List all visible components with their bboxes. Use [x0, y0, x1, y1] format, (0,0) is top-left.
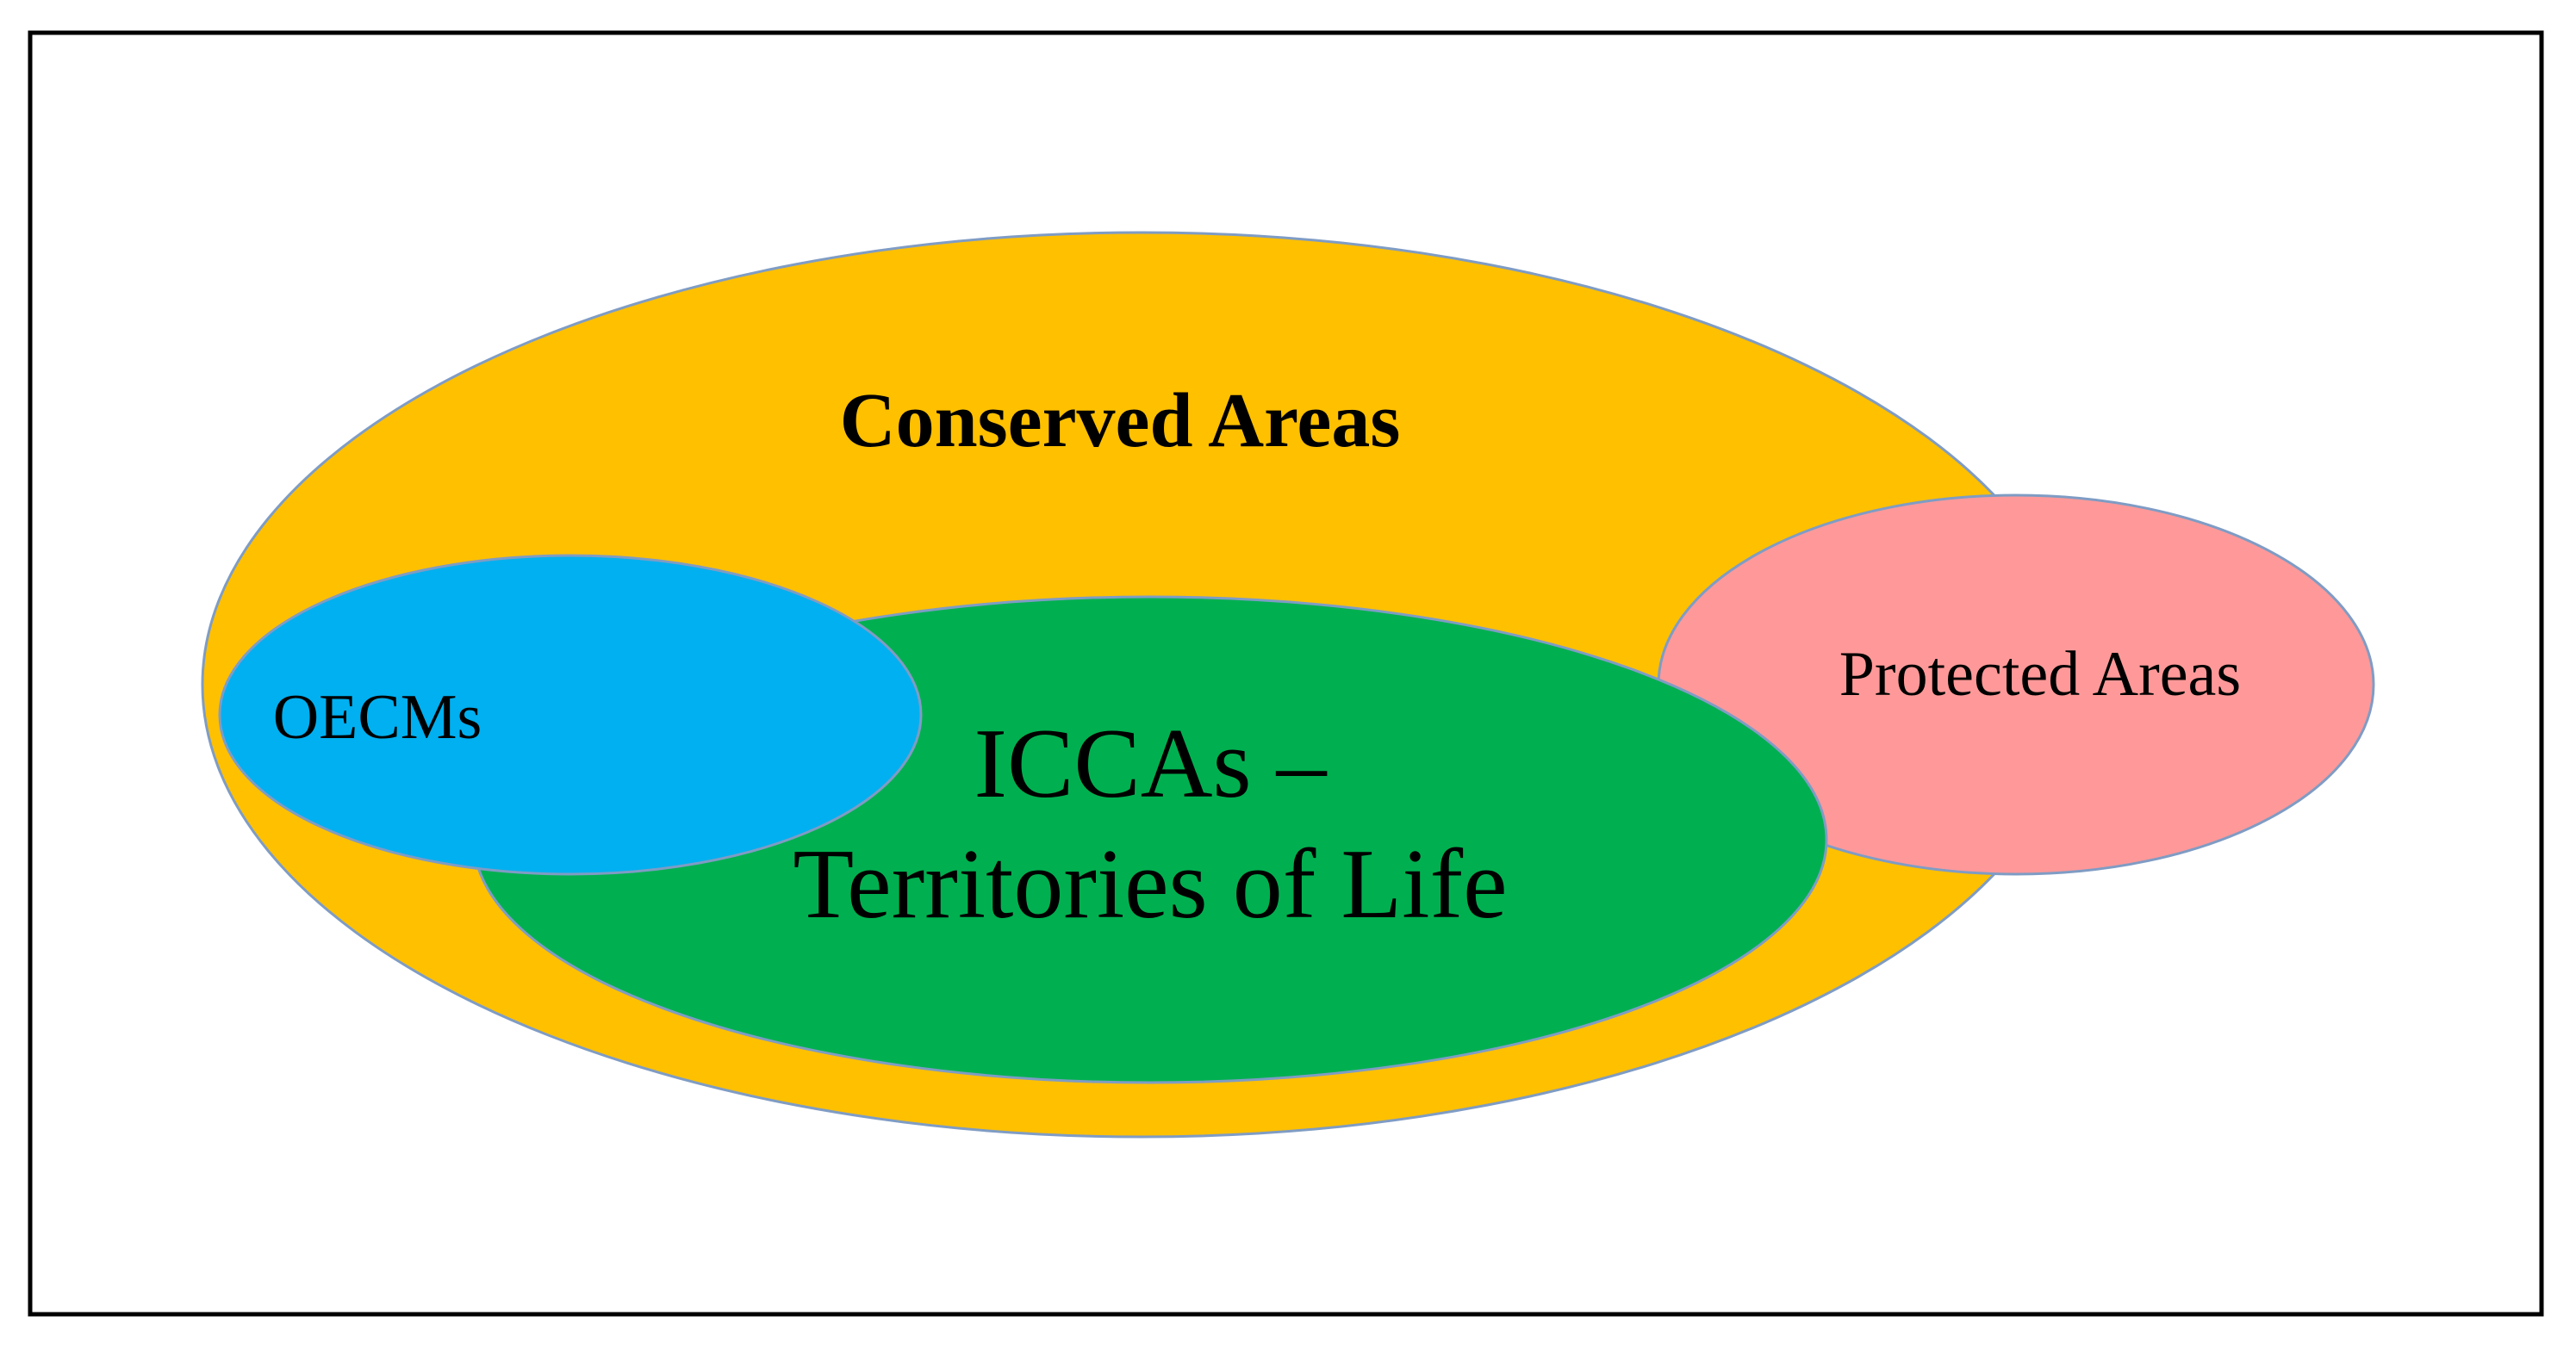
oecms-ellipse	[218, 554, 923, 876]
iccas-label-line1: ICCAs –	[974, 709, 1327, 819]
conserved-areas-label: Conserved Areas	[840, 378, 1401, 463]
oecms-label: OECMs	[273, 682, 482, 753]
protected-areas-label: Protected Areas	[1839, 639, 2241, 710]
iccas-label-line2: Territories of Life	[793, 829, 1507, 940]
